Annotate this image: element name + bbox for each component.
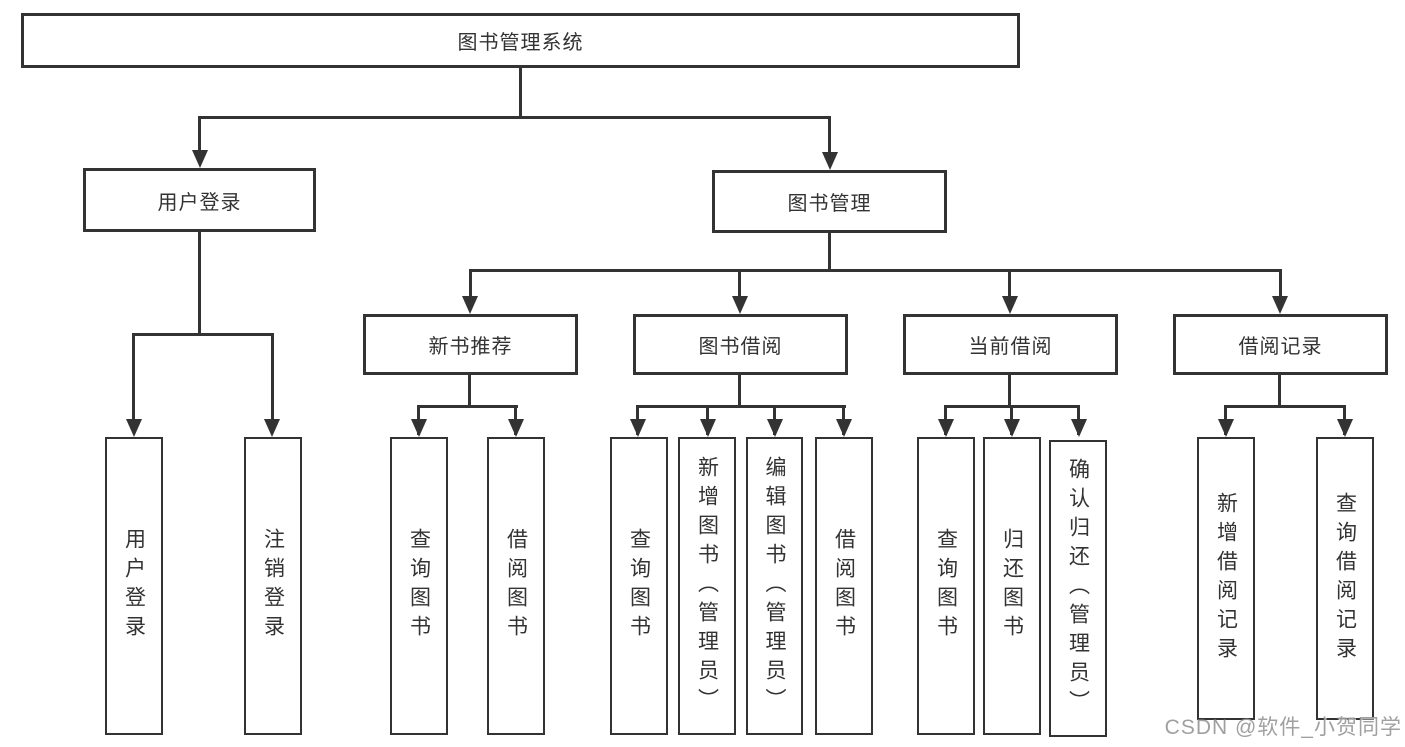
node-user-login: 用户登录 (83, 168, 316, 232)
leaf-query-books-2: 查询图书 (610, 437, 668, 735)
arrowhead-icon (411, 419, 427, 437)
node-label: 用户登录 (157, 191, 242, 214)
node-label: 当前借阅 (968, 336, 1053, 358)
connector-line (132, 333, 274, 336)
leaf-return-books: 归还图书 (983, 437, 1041, 735)
leaf-label: 借阅图书 (832, 528, 856, 644)
leaf-query-borrow-record: 查询借阅记录 (1316, 437, 1374, 720)
connector-line (198, 116, 831, 119)
arrowhead-icon (700, 419, 716, 437)
node-new-book-recommendation: 新书推荐 (363, 314, 578, 375)
arrowhead-icon (1272, 296, 1288, 314)
node-label: 图书借阅 (698, 336, 783, 358)
arrowhead-icon (767, 419, 783, 437)
leaf-label: 归还图书 (1000, 528, 1024, 644)
arrowhead-icon (192, 150, 208, 168)
leaf-user-login: 用户登录 (105, 437, 163, 735)
connector-line (1008, 269, 1011, 307)
connector-line (519, 66, 522, 118)
leaf-edit-books-admin: 编辑图书（管理员） (746, 437, 803, 735)
connector-line (636, 405, 846, 408)
leaf-borrow-books-1: 借阅图书 (487, 437, 545, 735)
leaf-add-borrow-record: 新增借阅记录 (1197, 437, 1255, 720)
connector-line (198, 230, 201, 335)
node-label: 图书管理系统 (457, 32, 584, 54)
node-label: 借阅记录 (1238, 336, 1323, 358)
connector-line (417, 405, 518, 408)
leaf-label: 编辑图书（管理员） (763, 455, 787, 717)
arrowhead-icon (1071, 419, 1087, 437)
leaf-query-books-3: 查询图书 (917, 437, 975, 735)
node-book-management: 图书管理 (712, 170, 947, 233)
arrowhead-icon (1218, 419, 1234, 437)
arrowhead-icon (462, 296, 478, 314)
leaf-add-books-admin: 新增图书（管理员） (678, 437, 736, 735)
leaf-confirm-return-admin: 确认归还（管理员） (1049, 440, 1107, 737)
connector-line (1279, 269, 1282, 307)
arrowhead-icon (630, 419, 646, 437)
connector-line (1224, 405, 1346, 408)
connector-line (132, 333, 135, 431)
connector-line (469, 269, 472, 307)
node-book-borrowing: 图书借阅 (633, 314, 848, 375)
connector-line (468, 373, 471, 407)
arrowhead-icon (126, 419, 142, 437)
leaf-label: 新增图书（管理员） (695, 455, 719, 717)
connector-line (738, 269, 741, 307)
arrowhead-icon (1337, 419, 1353, 437)
connector-line (828, 231, 831, 272)
connector-line (198, 116, 201, 160)
csdn-watermark: CSDN @软件_小贺同学 (1164, 716, 1402, 739)
connector-line (271, 333, 274, 431)
leaf-label: 新增借阅记录 (1214, 491, 1238, 666)
arrowhead-icon (836, 419, 852, 437)
leaf-label: 用户登录 (122, 528, 146, 644)
connector-line (1008, 373, 1011, 407)
leaf-label: 借阅图书 (504, 528, 528, 644)
leaf-label: 确认归还（管理员） (1066, 458, 1090, 719)
arrowhead-icon (1002, 296, 1018, 314)
leaf-label: 注销登录 (261, 528, 285, 644)
connector-line (738, 373, 741, 407)
node-label: 图书管理 (787, 193, 872, 215)
arrowhead-icon (938, 419, 954, 437)
node-borrowing-records: 借阅记录 (1173, 314, 1388, 375)
leaf-query-books-1: 查询图书 (390, 437, 448, 735)
arrowhead-icon (264, 419, 280, 437)
connector-line (469, 269, 1282, 272)
node-label: 新书推荐 (428, 336, 513, 358)
node-current-borrowing: 当前借阅 (903, 314, 1118, 375)
leaf-borrow-books-2: 借阅图书 (815, 437, 873, 735)
connector-line (828, 116, 831, 162)
leaf-label: 查询图书 (627, 528, 651, 644)
connector-line (1278, 373, 1281, 407)
leaf-logout: 注销登录 (244, 437, 302, 735)
node-library-management-system: 图书管理系统 (21, 13, 1020, 68)
leaf-label: 查询图书 (934, 528, 958, 644)
arrowhead-icon (508, 419, 524, 437)
arrowhead-icon (822, 152, 838, 170)
arrowhead-icon (732, 296, 748, 314)
leaf-label: 查询借阅记录 (1333, 491, 1357, 666)
leaf-label: 查询图书 (407, 528, 431, 644)
arrowhead-icon (1004, 419, 1020, 437)
